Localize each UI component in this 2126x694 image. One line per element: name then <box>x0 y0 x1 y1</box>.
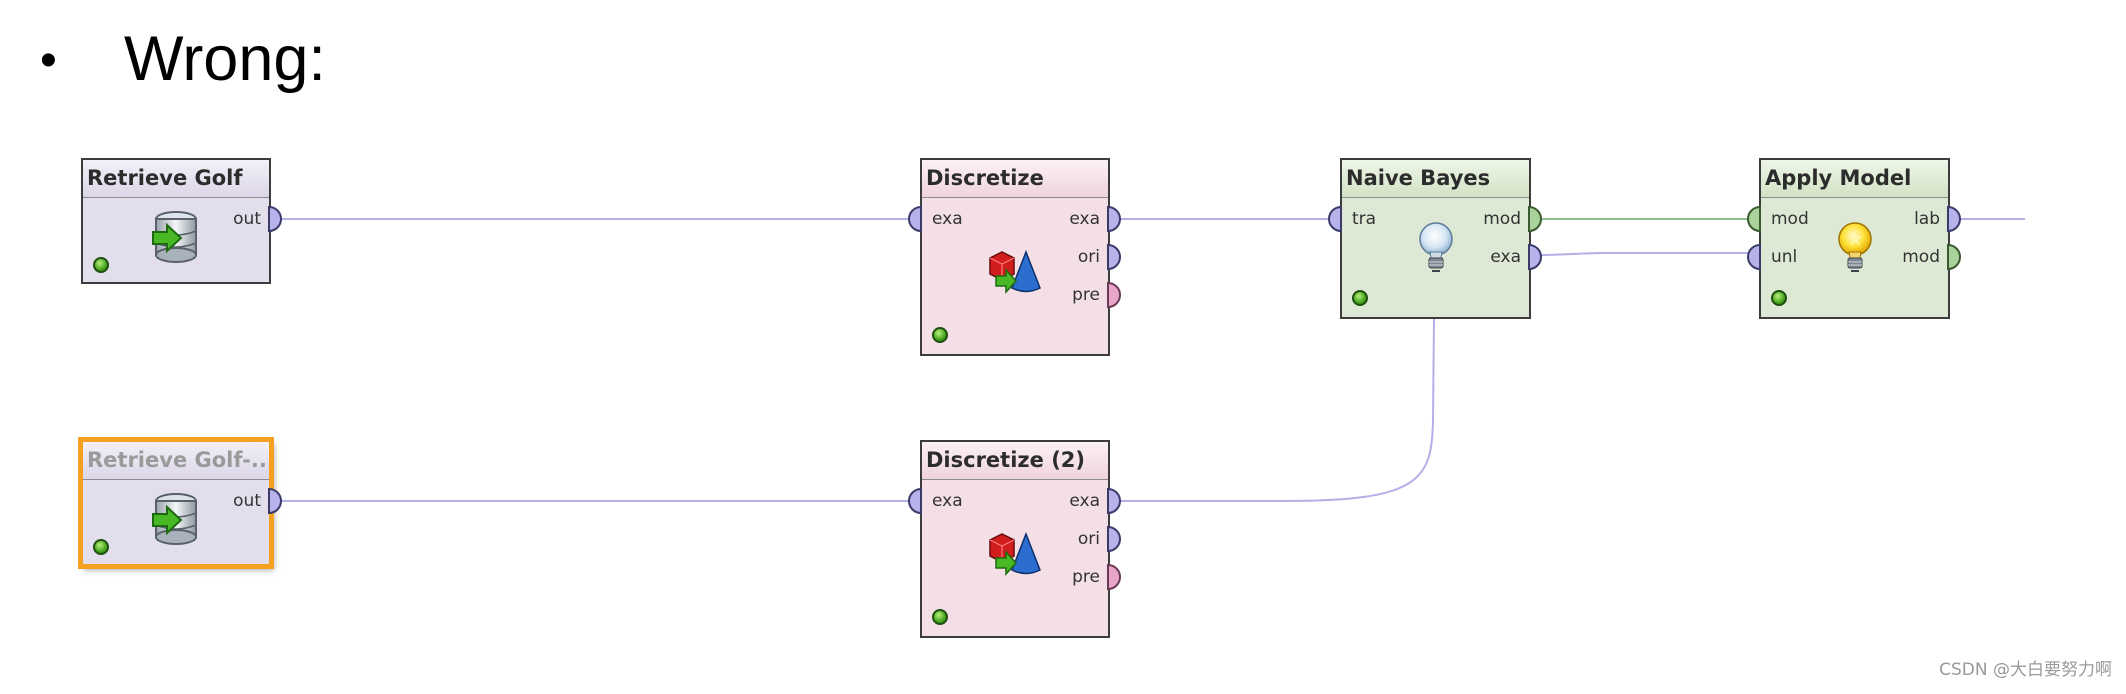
operator-naive-bayes[interactable]: Naive Bayes tra mod exa <box>1340 158 1531 319</box>
port-label: pre <box>1072 285 1100 305</box>
connections <box>279 218 2025 502</box>
operator-title: Apply Model <box>1761 160 1948 198</box>
operator-discretize[interactable]: Discretize exa exa ori pre <box>920 158 1110 356</box>
port-label: pre <box>1072 567 1100 587</box>
watermark: CSDN @大白要努力啊 <box>1939 660 2112 680</box>
output-port-ori[interactable] <box>1107 526 1121 552</box>
port-label: mod <box>1771 209 1809 229</box>
operator-title: Discretize <box>922 160 1108 198</box>
port-label: unl <box>1771 247 1798 267</box>
port-label: exa <box>932 209 963 229</box>
operator-discretize-2[interactable]: Discretize (2) exa exa ori pre <box>920 440 1110 638</box>
discretize-icon <box>989 249 1041 294</box>
bullet: • <box>40 34 57 87</box>
operator-title: Discretize (2) <box>922 442 1108 480</box>
database-icon <box>152 493 197 545</box>
output-port-pre[interactable] <box>1107 564 1121 590</box>
wire-discretize2-to-naive-bayes[interactable] <box>1118 317 1435 502</box>
lightbulb-on-icon <box>1838 222 1872 272</box>
output-port-mod[interactable] <box>1947 244 1961 270</box>
port-label: mod <box>1483 209 1521 229</box>
operator-title: Retrieve Golf-... <box>83 442 269 480</box>
status-indicator-icon <box>932 609 948 625</box>
discretize-icon <box>989 531 1041 576</box>
port-label: tra <box>1352 209 1377 229</box>
output-port-out[interactable] <box>268 488 282 514</box>
output-port-pre[interactable] <box>1107 282 1121 308</box>
output-port-mod[interactable] <box>1528 206 1542 232</box>
status-indicator-icon <box>93 257 109 273</box>
database-icon <box>152 211 197 263</box>
operator-title: Naive Bayes <box>1342 160 1529 198</box>
operator-title: Retrieve Golf <box>83 160 269 198</box>
port-label: exa <box>932 491 963 511</box>
input-port-exa[interactable] <box>908 488 922 514</box>
lightbulb-off-icon <box>1419 222 1453 272</box>
output-port-exa[interactable] <box>1528 244 1542 270</box>
wire-naive-bayes-exa-to-apply-unl[interactable] <box>1538 252 1757 256</box>
input-port-unl[interactable] <box>1747 244 1761 270</box>
output-port-out[interactable] <box>268 206 282 232</box>
port-label: out <box>233 491 261 511</box>
heading-text: Wrong: <box>124 24 326 94</box>
output-port-exa[interactable] <box>1107 488 1121 514</box>
input-port-exa[interactable] <box>908 206 922 232</box>
port-label: exa <box>1069 209 1100 229</box>
status-indicator-icon <box>932 327 948 343</box>
status-indicator-icon <box>93 539 109 555</box>
port-label: out <box>233 209 261 229</box>
operator-retrieve-golf-2[interactable]: Retrieve Golf-... out <box>81 440 271 566</box>
output-port-lab[interactable] <box>1947 206 1961 232</box>
status-indicator-icon <box>1352 290 1368 306</box>
port-label: exa <box>1490 247 1521 267</box>
output-port-exa[interactable] <box>1107 206 1121 232</box>
port-label: lab <box>1914 209 1940 229</box>
slide-heading: • Wrong: <box>40 20 326 100</box>
port-label: exa <box>1069 491 1100 511</box>
port-label: ori <box>1077 247 1100 267</box>
port-label: ori <box>1077 529 1100 549</box>
input-port-mod[interactable] <box>1747 206 1761 232</box>
port-label: mod <box>1902 247 1940 267</box>
operator-apply-model[interactable]: Apply Model mod unl lab mod <box>1759 158 1950 319</box>
status-indicator-icon <box>1771 290 1787 306</box>
operator-retrieve-golf[interactable]: Retrieve Golf out <box>81 158 271 284</box>
input-port-tra[interactable] <box>1328 206 1342 232</box>
output-port-ori[interactable] <box>1107 244 1121 270</box>
